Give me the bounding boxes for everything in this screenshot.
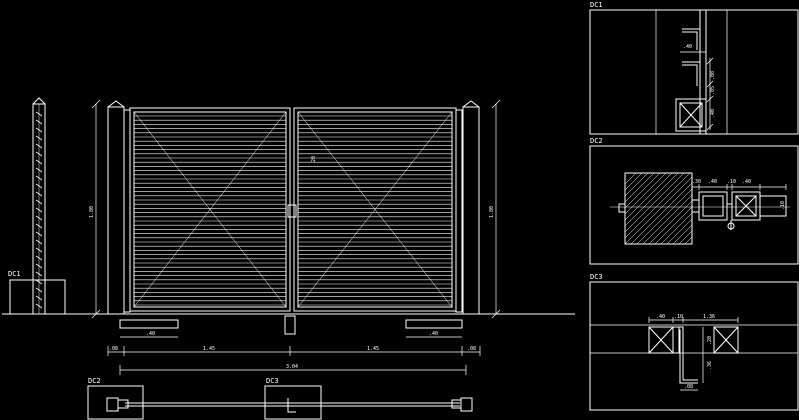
dim-total: 3.04 — [286, 364, 298, 370]
drawing-stroke — [624, 172, 667, 215]
drawing-stroke — [35, 223, 43, 229]
drawing-stroke — [624, 172, 685, 233]
label-dc1-left: DC1 — [8, 270, 21, 278]
drawing-stroke — [35, 135, 43, 141]
label-dc3-panel: DC3 — [590, 273, 603, 281]
dc3-dim-d: .20 — [707, 336, 713, 345]
drawing-stroke — [678, 230, 693, 245]
drawing-stroke — [35, 303, 43, 309]
drawing-stroke — [690, 242, 693, 245]
drawing-stroke — [35, 271, 43, 277]
dc2-dim-c: .10 — [727, 179, 736, 185]
dim-leaf-right: 1.45 — [367, 346, 379, 352]
footing-left — [119, 319, 179, 329]
dc1-dim-v2: .05 — [710, 86, 716, 95]
footing-right — [405, 319, 463, 329]
dc3-dim-b: .10 — [674, 314, 683, 320]
drawing-stroke — [684, 236, 693, 245]
drawing-stroke — [35, 215, 43, 221]
dc3-dim-a: .40 — [656, 314, 665, 320]
gate-elevation — [2, 97, 575, 375]
gate-leaf-left — [129, 107, 291, 312]
dc2-dim-e: .10 — [780, 201, 786, 210]
drawing-stroke — [624, 172, 655, 203]
drawing-stroke — [624, 172, 649, 197]
dim-footing-left: .40 — [146, 331, 155, 337]
dc2-dim-b: .40 — [708, 179, 717, 185]
drawing-stroke — [654, 206, 693, 245]
drawing-stroke — [624, 172, 673, 221]
drawing-stroke — [636, 188, 693, 245]
dim-height-right: 1.80 — [489, 206, 495, 218]
dc3-dim-e: .36 — [707, 361, 713, 370]
horizontal-dims — [107, 336, 481, 375]
dc3-dim-c: 1.36 — [703, 314, 715, 320]
drawing-stroke — [35, 127, 43, 133]
label-dc3-bottom: DC3 — [266, 377, 279, 385]
dim-leaf-left: 1.45 — [203, 346, 215, 352]
dim-edge-right: .08 — [467, 346, 476, 352]
drawing-stroke — [624, 172, 691, 239]
dim-edge-left: .08 — [109, 346, 118, 352]
gate-plan — [87, 385, 473, 420]
drawing-stroke — [35, 231, 43, 237]
drawing-stroke — [35, 143, 43, 149]
dc1-dim-v1: .08 — [710, 71, 716, 80]
center-stop — [284, 315, 296, 335]
gate-leaf-right — [293, 107, 457, 312]
drawing-stroke — [35, 279, 43, 285]
left-lattice-post — [32, 97, 46, 315]
drawing-stroke — [35, 175, 43, 181]
drawing-stroke — [624, 172, 679, 227]
detail-panel-dc3 — [589, 281, 799, 411]
drawing-stroke — [648, 200, 693, 245]
drawing-stroke — [630, 182, 693, 245]
label-dc2-bottom: DC2 — [88, 377, 101, 385]
drawing-stroke — [624, 172, 637, 185]
dc2-dim-a: .30 — [692, 179, 701, 185]
drawing-stroke — [660, 212, 693, 245]
drawing-stroke — [35, 247, 43, 253]
drawing-stroke — [35, 263, 43, 269]
height-dim-left — [91, 99, 101, 319]
drawing-stroke — [35, 287, 43, 293]
drawing-stroke — [35, 159, 43, 165]
drawing-stroke — [35, 239, 43, 245]
drawing-stroke — [35, 151, 43, 157]
dim-mid: 20 — [311, 156, 317, 162]
drawing-stroke — [624, 172, 661, 209]
label-dc2-panel: DC2 — [590, 137, 603, 145]
drawing-stroke — [35, 255, 43, 261]
drawing-stroke — [642, 194, 693, 245]
drawing-stroke — [35, 199, 43, 205]
dc1-dim-top: .40 — [683, 44, 692, 50]
drawing-stroke — [35, 183, 43, 189]
drawing-stroke — [35, 167, 43, 173]
left-pillar — [107, 100, 131, 315]
height-dim-right — [491, 99, 501, 319]
dc3-dim-f: .08 — [684, 384, 693, 390]
label-dc1-panel: DC1 — [590, 1, 603, 9]
latch — [287, 204, 297, 218]
drawing-stroke — [35, 295, 43, 301]
right-pillar — [455, 100, 480, 315]
dc1-callout-box — [9, 279, 66, 315]
drawing-stroke — [35, 119, 43, 125]
dc2-dim-d: .40 — [742, 179, 751, 185]
drawing-stroke — [624, 176, 693, 245]
drawing-stroke — [35, 111, 43, 117]
drawing-stroke — [35, 191, 43, 197]
drawing-stroke — [624, 172, 643, 191]
detail-panel-dc2 — [589, 145, 799, 265]
dim-height-left: 1.80 — [89, 206, 95, 218]
drawing-stroke — [672, 224, 693, 245]
drawing-text: DC1 DC1 DC2 DC3 DC2 DC3 1.80 1.80 20 .40… — [8, 1, 786, 390]
dc1-dim-v3: .40 — [710, 109, 716, 118]
drawing-stroke — [666, 218, 693, 245]
dim-footing-right: .40 — [429, 331, 438, 337]
drawing-stroke — [35, 207, 43, 213]
detail-panel-dc1 — [589, 9, 799, 135]
